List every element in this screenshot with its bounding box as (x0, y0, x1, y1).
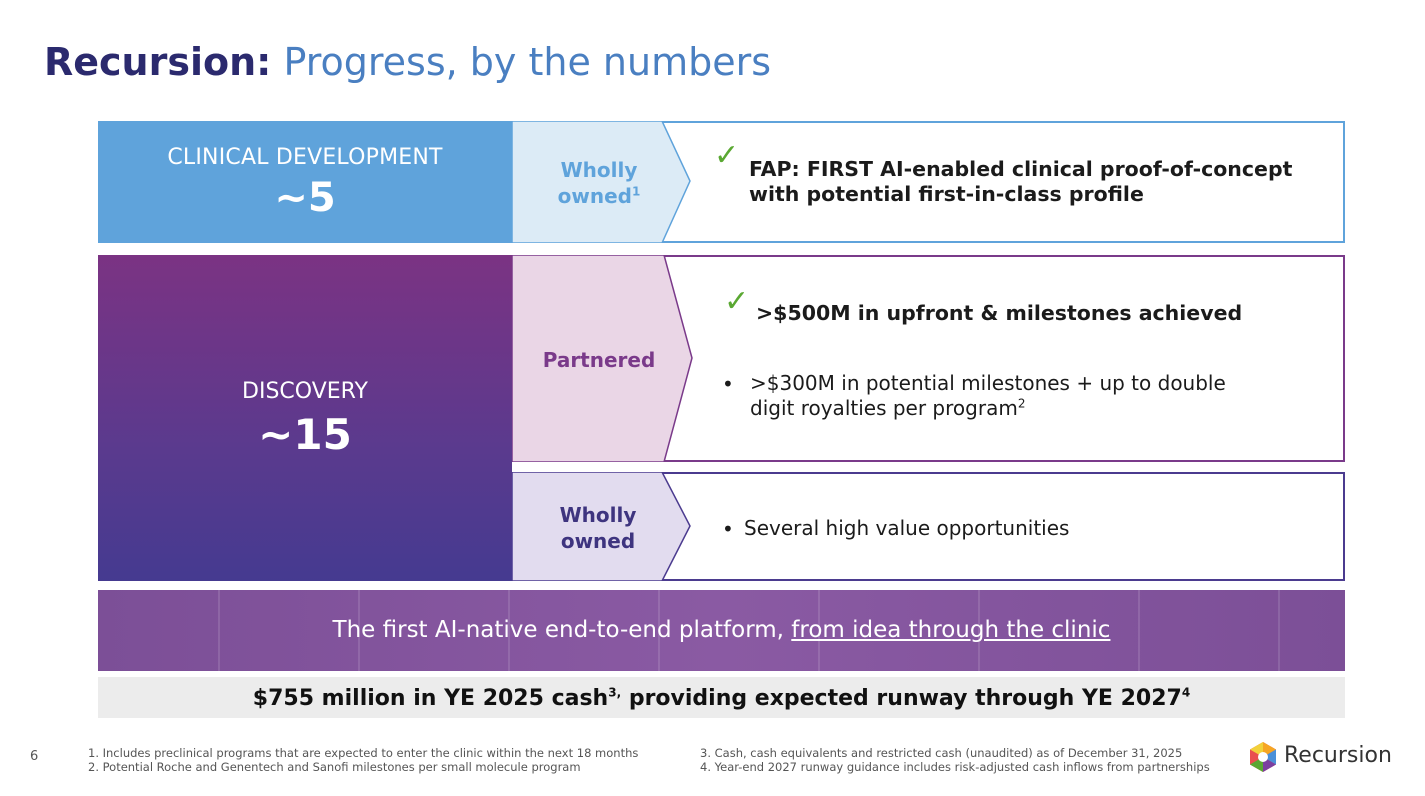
check-icon: ✓ (714, 138, 740, 173)
partnered-bullet: >$300M in potential milestones + up to d… (750, 371, 1226, 421)
page-title: Recursion: Progress, by the numbers (44, 38, 771, 86)
footnote-2: 2. Potential Roche and Genentech and San… (88, 760, 581, 774)
wholly-owned-tag-line2: owned (560, 529, 636, 553)
title-brand: Recursion: (44, 40, 272, 84)
title-rest: Progress, by the numbers (283, 40, 772, 84)
banner-text: The first AI-native end-to-end platform, (332, 617, 792, 643)
clinical-detail-box: Wholly owned1 ✓ FAP: FIRST AI-enabled cl… (512, 121, 1345, 243)
wholly-owned-box: Wholly owned • Several high value opport… (512, 472, 1345, 581)
partnered-bullet-footnote: 2 (1017, 396, 1026, 411)
footnote-4: 4. Year-end 2027 runway guidance include… (700, 760, 1210, 774)
check-icon: ✓ (724, 284, 750, 319)
partnered-tag: Partnered (542, 348, 656, 372)
recursion-hexagon-icon (1250, 742, 1276, 772)
clinical-text: FAP: FIRST AI-enabled clinical proof-of-… (749, 157, 1292, 207)
clinical-text-line2: with potential first-in-class profile (749, 182, 1144, 206)
clinical-text-line1: FAP: FIRST AI-enabled clinical proof-of-… (749, 157, 1293, 181)
partnered-box: Partnered ✓ >$500M in upfront & mileston… (512, 255, 1345, 462)
partnered-bullet-symbol: • (722, 372, 734, 396)
partnered-chevron (512, 255, 693, 462)
footnote-1: 1. Includes preclinical programs that ar… (88, 746, 639, 760)
clinical-chevron (512, 121, 691, 243)
wholly-owned-tag-line1: Wholly (559, 503, 637, 527)
cash-text-part2: providing expected runway through YE 202… (621, 686, 1182, 711)
clinical-tag-line1: Wholly (560, 158, 638, 182)
partnered-headline: >$500M in upfront & milestones achieved (756, 301, 1243, 325)
wholly-owned-bullet: Several high value opportunities (744, 516, 1070, 540)
clinical-development-label: CLINICAL DEVELOPMENT (167, 145, 443, 170)
clinical-development-count: ~5 (274, 175, 336, 221)
clinical-tag: Wholly owned1 (534, 157, 664, 209)
discovery-label: DISCOVERY (242, 379, 368, 404)
platform-banner: The first AI-native end-to-end platform,… (98, 590, 1345, 671)
page-number: 6 (30, 749, 39, 764)
partnered-bullet-line2: digit royalties per program (750, 396, 1018, 420)
cash-text-part1: $755 million in YE 2025 cash (252, 686, 609, 711)
cash-runway-bar: $755 million in YE 2025 cash3, providing… (98, 677, 1345, 718)
recursion-logo: Recursion (1248, 741, 1408, 775)
logo-text: Recursion (1284, 743, 1392, 768)
partnered-bullet-line1: >$300M in potential milestones + up to d… (750, 371, 1226, 395)
wholly-owned-bullet-symbol: • (722, 517, 734, 541)
cash-footnote-3: 3, (608, 685, 622, 700)
clinical-tag-footnote: 1 (631, 184, 641, 199)
clinical-development-panel: CLINICAL DEVELOPMENT ~5 (98, 121, 512, 243)
discovery-panel: DISCOVERY ~15 (98, 255, 512, 581)
footnote-3: 3. Cash, cash equivalents and restricted… (700, 746, 1183, 760)
wholly-owned-tag: Wholly owned (530, 502, 666, 554)
wholly-owned-chevron (512, 472, 691, 581)
discovery-count: ~15 (258, 410, 352, 459)
banner-underlined-text: from idea through the clinic (791, 617, 1111, 643)
clinical-tag-line2: owned (557, 184, 632, 208)
cash-footnote-4: 4 (1181, 685, 1191, 700)
